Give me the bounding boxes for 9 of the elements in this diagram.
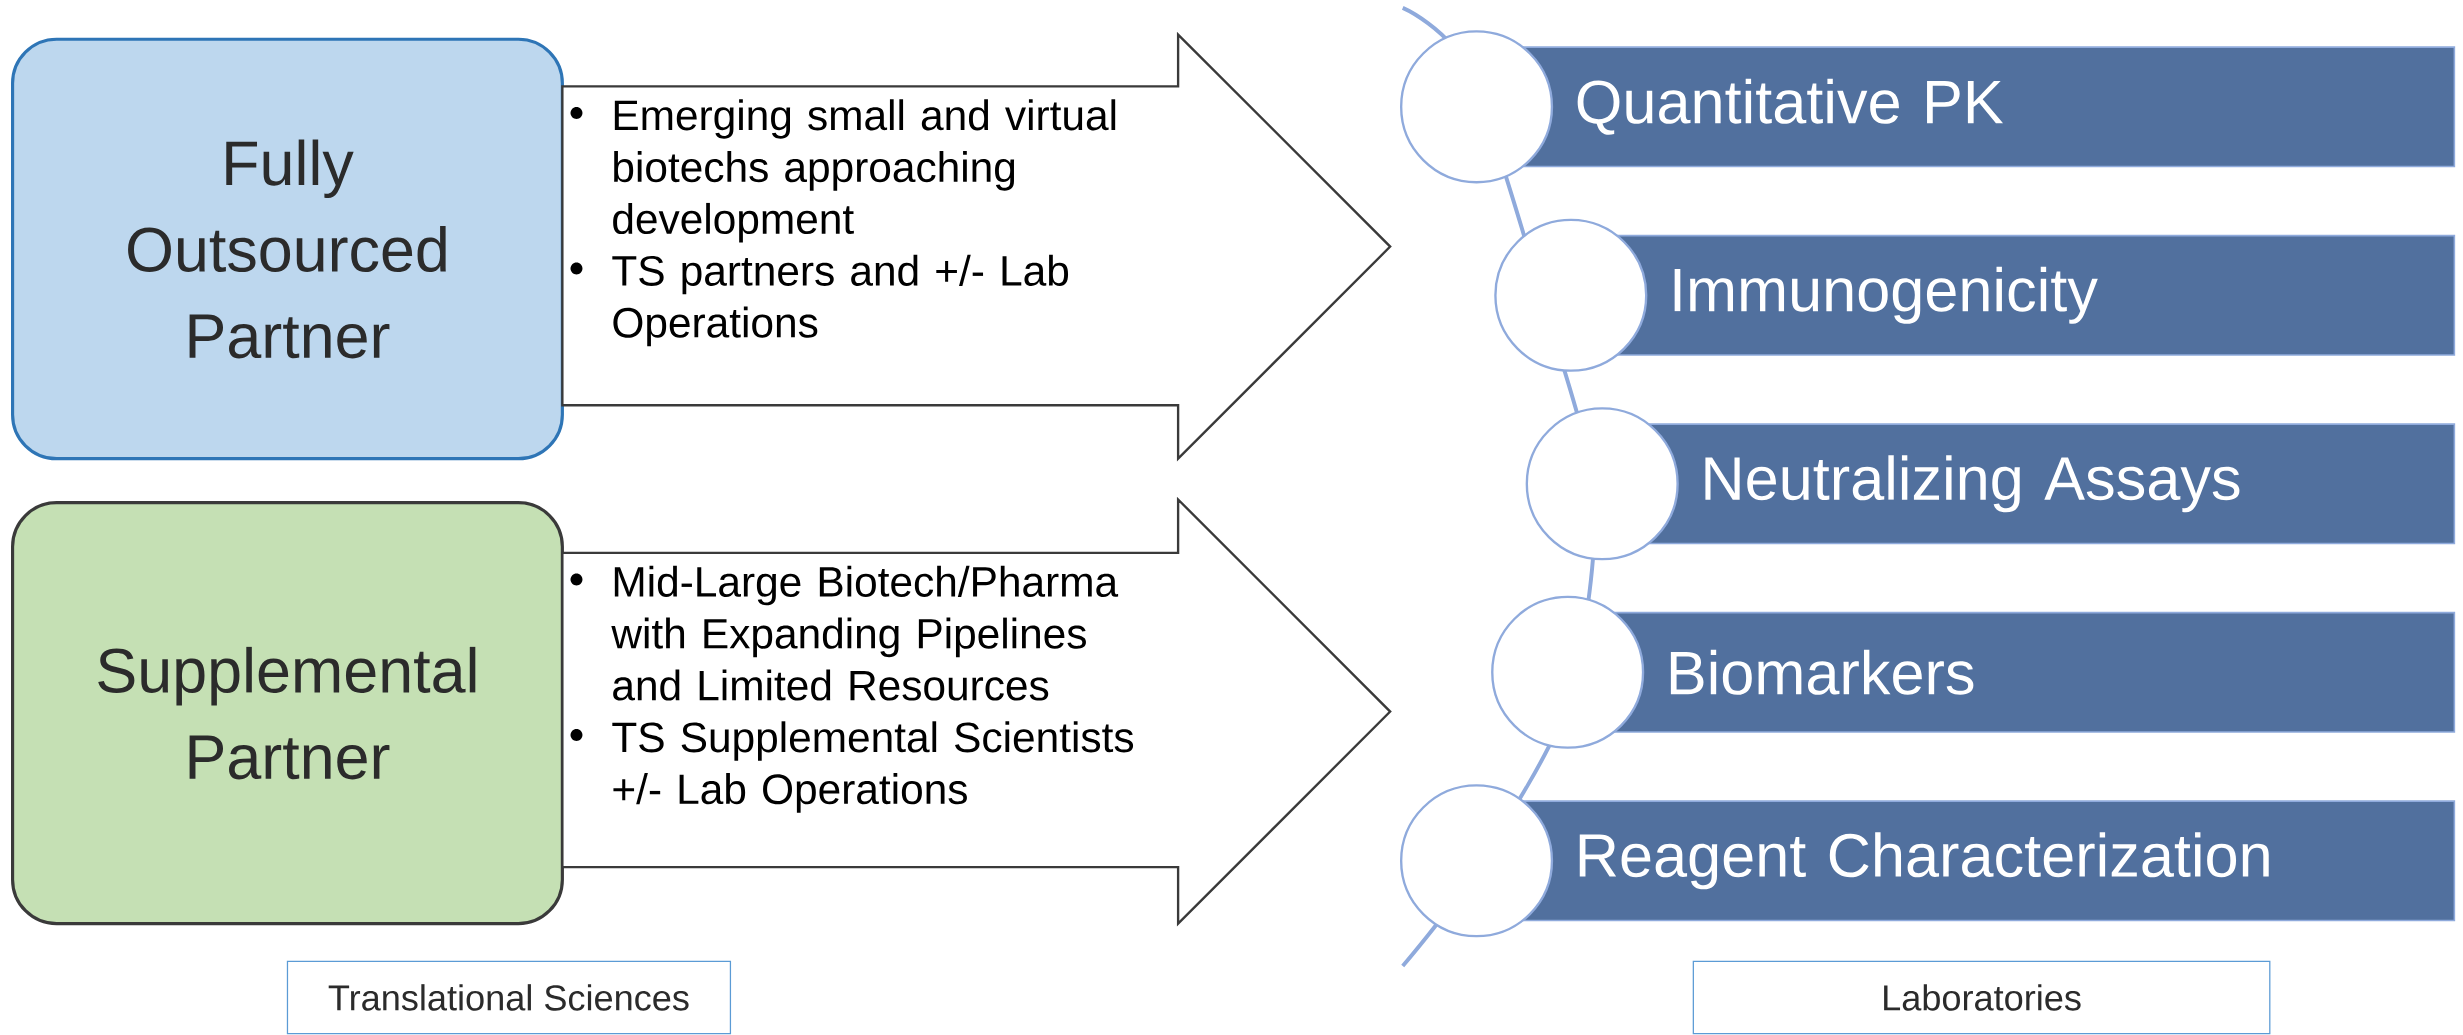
partner-box: Fully Outsourced Partner: [11, 37, 564, 461]
caption-box: Laboratories: [1692, 960, 2271, 1035]
list-bar: Biomarkers: [1491, 595, 2456, 749]
partner-box: Supplemental Partner: [11, 501, 564, 926]
list-bar: Neutralizing Assays: [1525, 407, 2456, 561]
caption-box: Translational Sciences: [286, 960, 732, 1035]
list-bar: Reagent Characterization: [1400, 784, 2456, 938]
list-bar: Immunogenicity: [1494, 218, 2456, 372]
list-bar: Quantitative PK: [1400, 30, 2456, 184]
